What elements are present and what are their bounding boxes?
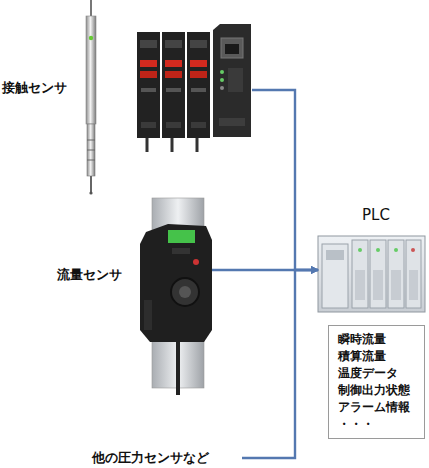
data-list-box: 瞬時流量積算流量温度データ制御出力状態アラーム情報・・・ [328,325,425,439]
sensor-label: 接触センサ [2,80,67,96]
data-item: 積算流量 [338,348,415,365]
sensor-label: 他の圧力センサなど [92,450,209,466]
sensor-label: 流量センサ [57,267,122,283]
data-item: 温度データ [338,365,415,382]
contact-sensor-group: 接触センサ [2,2,252,192]
signal-line [252,90,318,270]
data-item: ・・・ [338,416,415,433]
plc-node: PLC [318,205,428,312]
other-sensors: 他の圧力センサなど [92,449,242,467]
plc-unit [318,236,425,312]
data-item: 瞬時流量 [338,331,415,348]
flow-sensor [140,198,212,395]
signal-line [212,269,318,271]
signal-line [242,270,318,458]
contact-probe [86,0,96,195]
data-item: アラーム情報 [338,399,415,416]
amplifier-units [137,24,251,152]
data-item: 制御出力状態 [338,382,415,399]
plc-label: PLC [362,207,390,223]
flow-sensor-group: 流量センサ [55,195,212,390]
